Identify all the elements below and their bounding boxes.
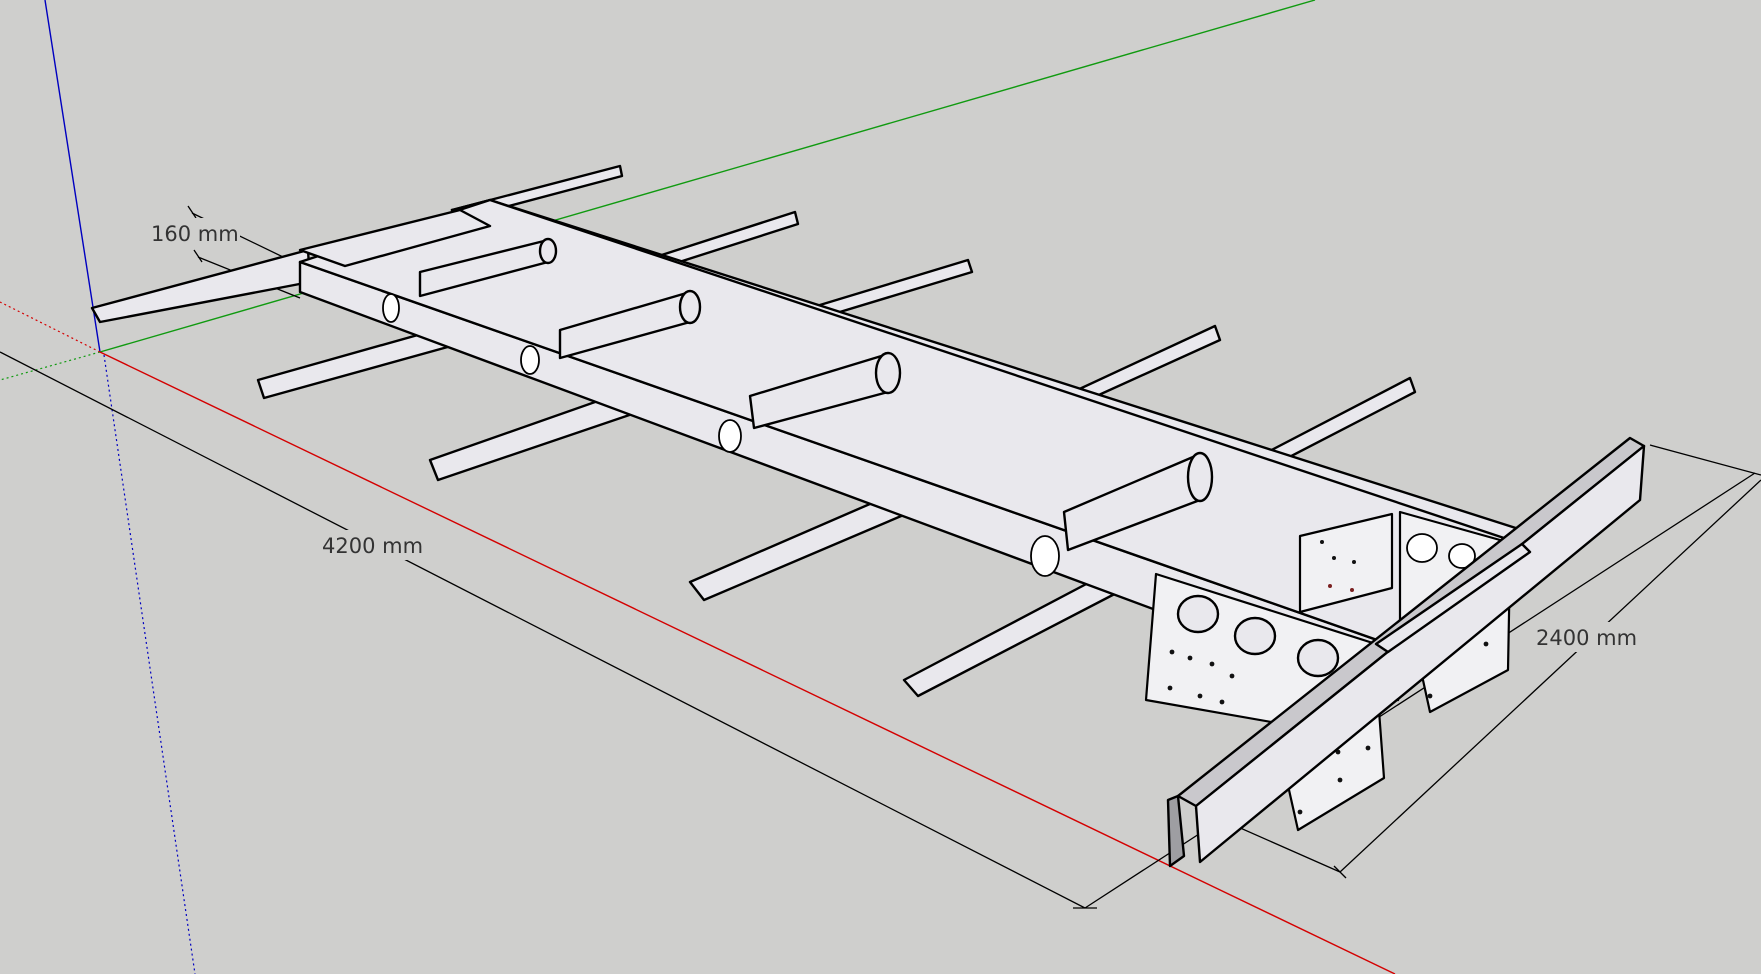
cross-tubes[interactable] bbox=[418, 237, 1214, 552]
dimension-labels[interactable]: 160 mm 4200 mm 2400 mm bbox=[148, 218, 1644, 652]
rear-plate-hole-2 bbox=[1448, 543, 1476, 569]
rear-plate-hole-1 bbox=[1406, 533, 1438, 563]
tube-2-end bbox=[678, 289, 702, 325]
dimension-2400-tick bbox=[1333, 865, 1347, 879]
blue-axis-negative bbox=[103, 354, 196, 974]
end-assembly[interactable] bbox=[1144, 436, 1646, 868]
tube-3-end bbox=[874, 351, 902, 395]
blue-axis bbox=[44, 0, 101, 353]
dimension-160-tick-b bbox=[193, 249, 203, 263]
rail-hole-4 bbox=[1030, 535, 1060, 577]
tube-1-end bbox=[538, 237, 558, 265]
dimension-160-tick-a bbox=[187, 205, 197, 219]
dimension-4200-label[interactable]: 4200 mm bbox=[322, 534, 423, 558]
green-axis-negative bbox=[0, 351, 101, 381]
dimension-2400-label[interactable]: 2400 mm bbox=[1536, 626, 1637, 650]
end-plate-rear[interactable] bbox=[1298, 512, 1394, 614]
red-axis bbox=[99, 351, 1396, 974]
red-axis-negative bbox=[0, 301, 101, 353]
dimension-160-label[interactable]: 160 mm bbox=[151, 222, 239, 246]
end-rail-top[interactable] bbox=[1374, 542, 1532, 654]
left-end-cap[interactable] bbox=[298, 208, 492, 268]
tube-4-end bbox=[1186, 451, 1214, 503]
dimension-4200-line bbox=[0, 351, 1086, 909]
rail-hole-1 bbox=[382, 293, 400, 323]
dimension-2400-line-b bbox=[1339, 479, 1761, 873]
cross-channels[interactable] bbox=[90, 164, 1417, 698]
rail-hole-2 bbox=[520, 345, 540, 375]
dimension-2400-line bbox=[1084, 472, 1756, 909]
front-plate-rivets bbox=[1167, 540, 1356, 705]
end-beam-flange[interactable] bbox=[1166, 794, 1186, 868]
rail-hole-3 bbox=[718, 419, 742, 453]
front-plate-hole-1 bbox=[1176, 594, 1220, 634]
front-plate-hole-2 bbox=[1233, 616, 1277, 656]
front-plate-hole-3 bbox=[1296, 638, 1340, 678]
dimension-2400-ext-a bbox=[1649, 444, 1761, 476]
